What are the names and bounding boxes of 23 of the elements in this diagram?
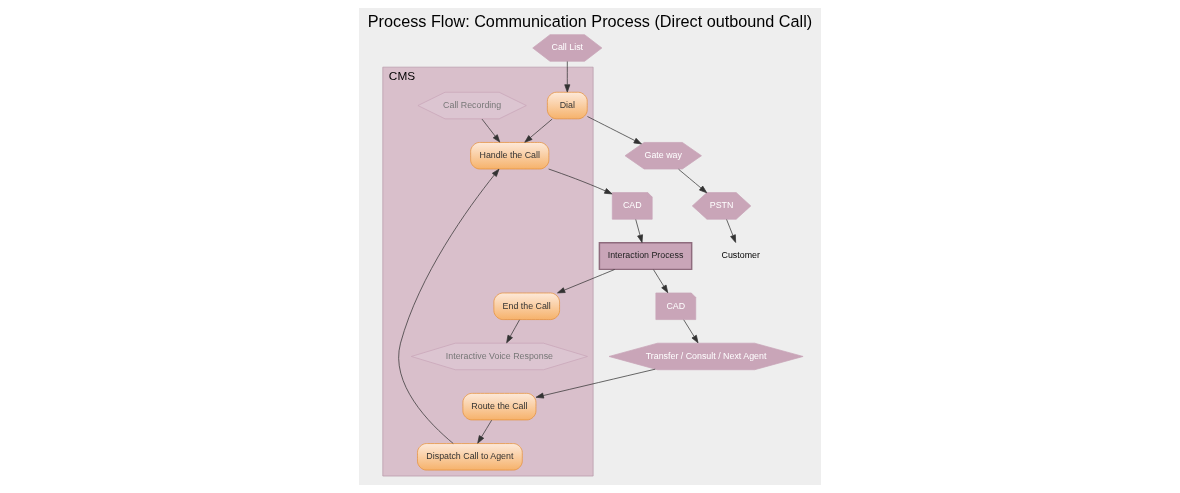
arrow [481,118,501,143]
diagram-title: Process Flow: Communication Process (Direct outbound Call) [367,12,813,31]
arrow [398,168,500,444]
arrow [683,319,699,344]
arrow [726,219,737,243]
arrow [587,116,642,145]
arrow [548,168,613,195]
arrow [653,269,669,294]
node-box: Dial [547,91,588,120]
node-box: Interaction Process [598,242,693,271]
arrow [506,319,520,344]
arrow [635,219,643,243]
node-box: Handle the Call [470,142,550,170]
node-box: End the Call [493,292,560,320]
arrow [535,368,656,399]
arrow [564,61,571,93]
node-box: Route the Call [462,393,537,421]
arrow [557,269,615,294]
node-text: Customer [721,250,760,261]
arrow [477,419,492,444]
node-box: Dispatch Call to Agent [417,443,523,471]
arrow [524,118,553,143]
arrow [678,168,708,194]
